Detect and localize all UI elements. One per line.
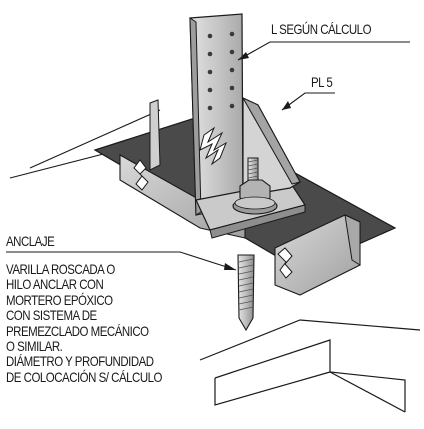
anclaje-line: MORTERO EPÓXICO xyxy=(6,291,113,308)
label-l-segun-calculo: L SEGÚN CÁLCULO xyxy=(271,21,372,37)
channel-right-edge xyxy=(344,214,361,266)
label-anclaje: ANCLAJE xyxy=(6,233,55,249)
leader-pl5 xyxy=(281,92,335,111)
anclaje-line: DE COLOCACIÓN S/ CÁLCULO xyxy=(6,368,162,385)
anchor-rod-lower xyxy=(237,254,255,332)
anclaje-line: VARILLA ROSCADA O xyxy=(6,261,115,277)
washer-top xyxy=(234,196,276,210)
anclaje-line: CON SISTEMA DE xyxy=(6,307,97,324)
anclaje-line: O SIMILAR. xyxy=(6,337,63,354)
anclaje-description: VARILLA ROSCADA O HILO ANCLAR CON MORTER… xyxy=(6,261,162,385)
leader-anclaje xyxy=(6,251,237,271)
plate-holes xyxy=(207,31,235,111)
leader-arrowheads xyxy=(224,52,291,270)
l-plate-break xyxy=(199,126,228,166)
anclaje-line: HILO ANCLAR CON xyxy=(6,276,104,293)
break-lines xyxy=(133,159,293,279)
pl5-stiffener-edge xyxy=(241,96,301,185)
anclaje-line: DIÁMETRO Y PROFUNDIDAD xyxy=(6,353,154,370)
leader-lines xyxy=(6,41,410,271)
l-plate-base-edge xyxy=(209,204,306,239)
anclaje-line: PREMEZCLADO MECÁNICO xyxy=(6,322,149,339)
leader-l-segun xyxy=(237,41,410,61)
channel-left-flange xyxy=(149,99,161,171)
concrete-support xyxy=(199,319,421,413)
label-pl5: PL 5 xyxy=(311,74,333,90)
